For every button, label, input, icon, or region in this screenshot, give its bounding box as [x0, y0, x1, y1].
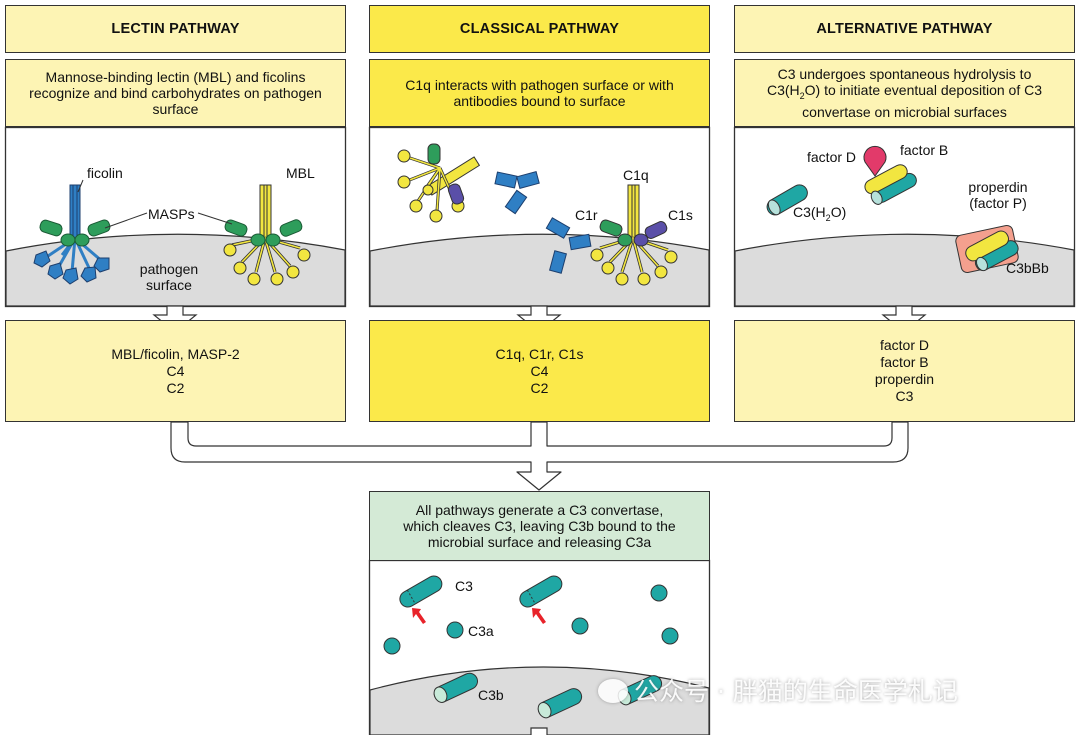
lectin-pathway-header: LECTIN PATHWAY	[5, 5, 346, 53]
alternative-component: properdin	[874, 371, 935, 387]
c1r-bound-molecule	[545, 217, 592, 274]
factor-b-label: factor B	[900, 142, 949, 158]
c3h2o-label: C3(H2O)	[793, 204, 847, 223]
alternative-description-text: C3 undergoes spontaneous hydrolysis to C…	[766, 66, 1043, 120]
properdin-label-line: properdin	[968, 179, 1028, 195]
c3h2o-molecule	[766, 184, 808, 216]
c3-molecule-1	[399, 575, 443, 608]
watermark: 公众号 · 胖猫的生命医学札记	[598, 672, 958, 708]
factor-d-label: factor D	[807, 149, 857, 165]
classical-pathway-title: CLASSICAL PATHWAY	[459, 21, 620, 37]
classical-component: C1q, C1r, C1s	[495, 345, 584, 362]
classical-component: C4	[530, 362, 549, 379]
common-description-text: All pathways generate a C3 convertase, w…	[403, 502, 676, 550]
classical-description: C1q interacts with pathogen surface or w…	[369, 59, 710, 127]
mbl-label: MBL	[286, 165, 315, 181]
lectin-component: C2	[166, 379, 185, 396]
mbl-molecule	[223, 184, 311, 286]
common-description: All pathways generate a C3 convertase, w…	[369, 491, 710, 561]
classical-pathogen-surface	[370, 233, 709, 306]
c3a-fragments	[383, 584, 679, 655]
merge-connector	[170, 421, 909, 491]
alternative-components: factor D factor B properdin C3	[734, 320, 1075, 422]
classical-description-text: C1q interacts with pathogen surface or w…	[405, 77, 674, 109]
c1q-free-molecule	[397, 143, 481, 223]
c1q-bound-molecule	[590, 184, 678, 286]
ficolin-label: ficolin	[87, 165, 123, 181]
lectin-pathway-title: LECTIN PATHWAY	[111, 21, 240, 37]
bottom-arrow-stub	[530, 727, 548, 735]
classical-component: C2	[530, 379, 549, 396]
c1s-label: C1s	[668, 207, 693, 223]
masps-label: MASPs	[148, 206, 195, 222]
c1q-label: C1q	[623, 167, 649, 183]
alternative-component: factor B	[880, 354, 929, 370]
alternative-pathway-header: ALTERNATIVE PATHWAY	[734, 5, 1075, 53]
lectin-component: C4	[166, 362, 185, 379]
factor-b-molecule	[864, 164, 917, 205]
classical-components: C1q, C1r, C1s C4 C2	[369, 320, 710, 422]
c1r-c1s-free-molecule	[494, 171, 540, 215]
c3a-label: C3a	[468, 623, 494, 639]
lectin-description: Mannose-binding lectin (MBL) and ficolin…	[5, 59, 346, 127]
masps-leader-line-1	[104, 212, 148, 229]
c3bbb-label: C3bBb	[1006, 260, 1049, 276]
watermark-text: 公众号 · 胖猫的生命医学札记	[634, 677, 958, 706]
lectin-description-text: Mannose-binding lectin (MBL) and ficolin…	[29, 69, 322, 117]
factor-d-shape	[863, 145, 887, 177]
c3bbb-properdin-complex	[955, 225, 1019, 273]
cleavage-arrows	[412, 608, 546, 624]
ficolin-leader-line	[77, 179, 84, 193]
pathogen-surface-label: pathogen surface	[139, 261, 199, 293]
ficolin-molecule	[33, 184, 111, 285]
surface-label: surface	[146, 277, 192, 293]
masps-leader-line-2	[197, 212, 233, 225]
classical-pathway-header: CLASSICAL PATHWAY	[369, 5, 710, 53]
c3b-bound-molecules	[433, 672, 663, 719]
properdin-label: properdin (factor P)	[962, 179, 1034, 211]
c1r-label: C1r	[575, 207, 598, 223]
c3-label: C3	[455, 578, 473, 594]
alternative-pathway-title: ALTERNATIVE PATHWAY	[816, 21, 993, 37]
c3b-label: C3b	[478, 687, 504, 703]
alternative-description: C3 undergoes spontaneous hydrolysis to C…	[734, 59, 1075, 127]
wechat-icon	[598, 679, 628, 703]
c3-molecule-2	[519, 575, 563, 608]
lectin-component: MBL/ficolin, MASP-2	[111, 345, 240, 362]
alternative-component: C3	[895, 388, 914, 404]
alternative-component: factor D	[879, 337, 929, 353]
factor-p-label: (factor P)	[969, 195, 1027, 211]
lectin-components: MBL/ficolin, MASP-2 C4 C2	[5, 320, 346, 422]
pathogen-label: pathogen	[139, 261, 199, 277]
